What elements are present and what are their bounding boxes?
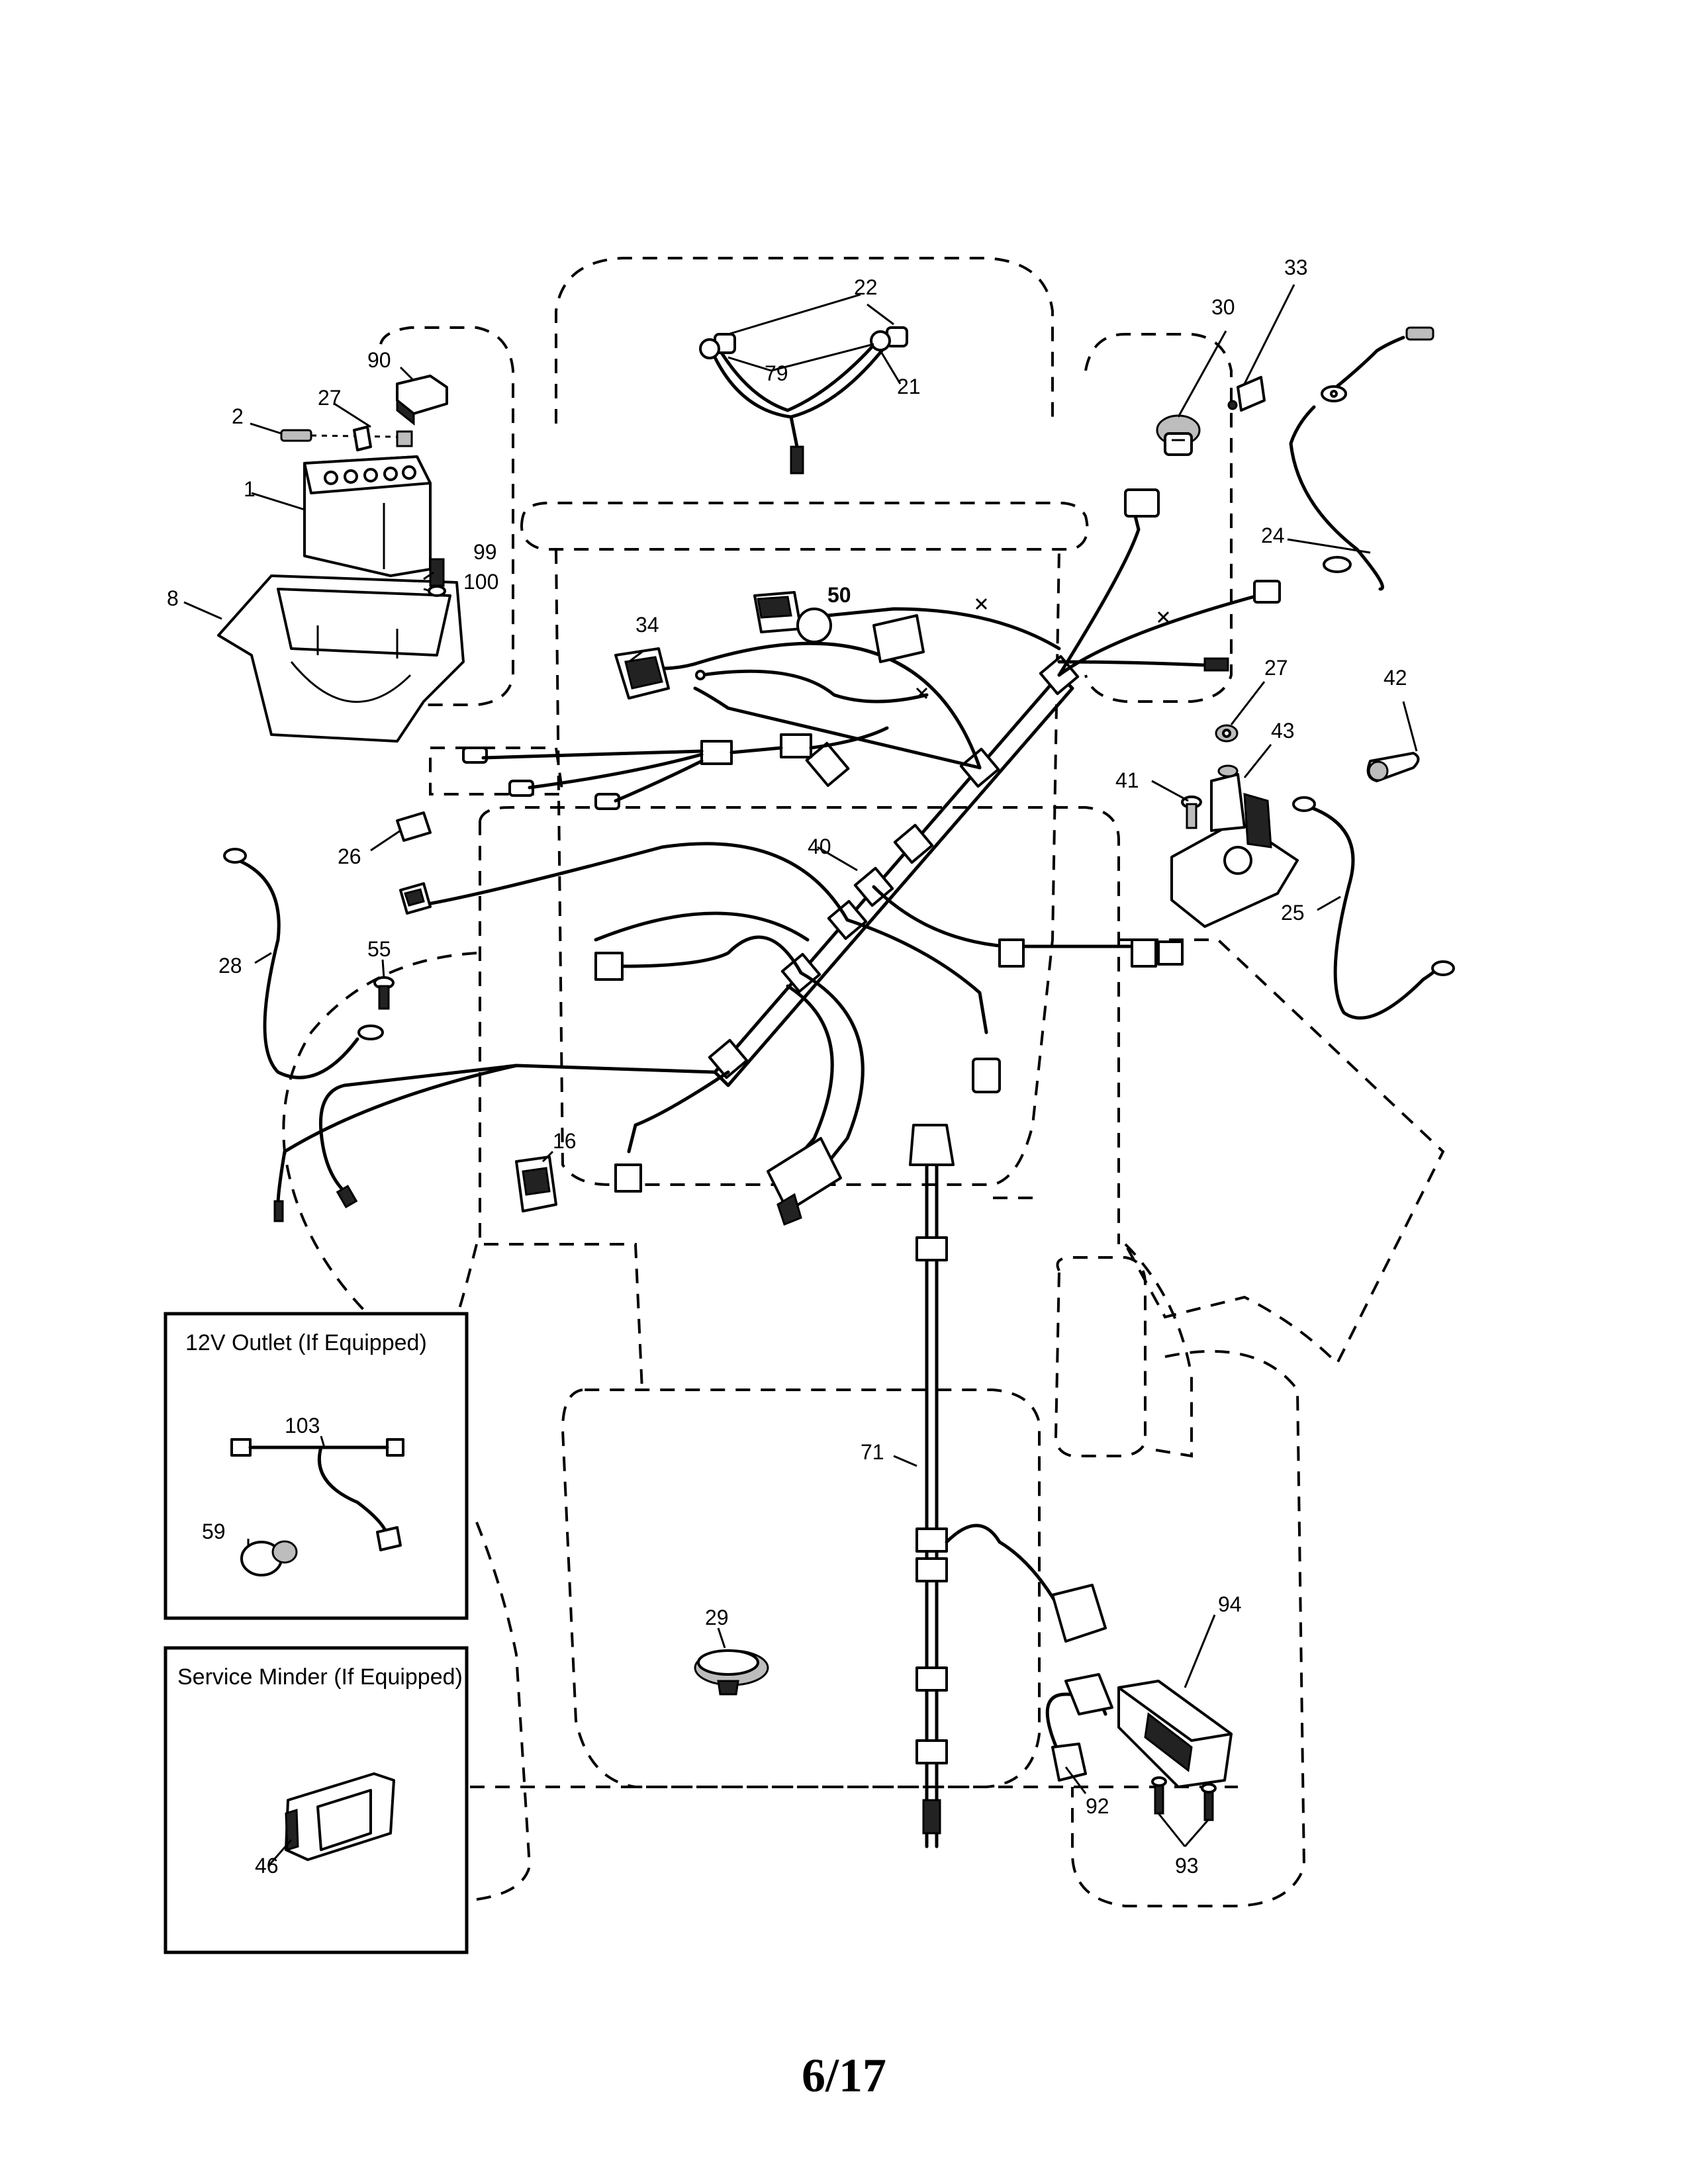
- label-25: 25: [1281, 901, 1305, 925]
- label-1: 1: [244, 477, 256, 501]
- label-29: 29: [705, 1606, 729, 1629]
- terminal-cover-90: [396, 375, 448, 426]
- outlet-59: [240, 1540, 298, 1576]
- label-93: 93: [1175, 1854, 1199, 1878]
- connector-left: [399, 882, 432, 915]
- label-34: 34: [635, 613, 659, 637]
- label-27-solenoid: 27: [1264, 656, 1288, 680]
- label-16: 16: [553, 1129, 577, 1153]
- headlight-harness: [699, 326, 908, 475]
- headlight-bulb-left: [699, 333, 736, 359]
- screw-55: [373, 976, 395, 1010]
- control-module-94: [1117, 1680, 1233, 1788]
- label-59: 59: [202, 1520, 226, 1543]
- headlight-bulb-right: [870, 326, 908, 351]
- part-labels: 2 27 90 1 99 100 8 22 79 21 30 33 24 34 …: [167, 255, 1407, 1878]
- label-24: 24: [1261, 523, 1285, 547]
- frame-outlines: [282, 257, 1445, 1907]
- battery-assembly: [217, 375, 465, 743]
- label-100: 100: [463, 570, 498, 594]
- label-30: 30: [1211, 295, 1235, 319]
- hex-nut-27: [1215, 724, 1239, 743]
- label-26: 26: [338, 844, 361, 868]
- switch-50: [753, 591, 832, 643]
- dash-harness-wires: [695, 598, 1170, 704]
- label-40: 40: [808, 835, 831, 858]
- ignition-switch-30: [1156, 414, 1201, 456]
- label-46: 46: [255, 1854, 279, 1878]
- rear-harness-71: [909, 1124, 1107, 1848]
- label-92: 92: [1086, 1794, 1109, 1818]
- light-29: [694, 1649, 769, 1696]
- fuse-26: [396, 811, 432, 842]
- label-21: 21: [897, 375, 921, 398]
- relay-16: [515, 1156, 557, 1212]
- connector-33: [1227, 376, 1266, 412]
- inset-service-minder: Service Minder (If Equipped): [164, 1646, 469, 1954]
- label-103: 103: [285, 1414, 320, 1437]
- bolt-41: [1181, 796, 1202, 829]
- label-71: 71: [861, 1440, 884, 1464]
- label-41: 41: [1115, 768, 1139, 792]
- ground-cable-24: [1289, 326, 1434, 591]
- label-90: 90: [367, 348, 391, 372]
- label-27-battery: 27: [318, 386, 342, 410]
- screws-93: [1151, 1776, 1217, 1821]
- leader-lines: [183, 284, 1418, 1867]
- label-94: 94: [1218, 1592, 1242, 1616]
- label-43: 43: [1271, 719, 1295, 743]
- label-42: 42: [1383, 666, 1407, 690]
- battery-tray: [217, 574, 465, 743]
- label-55: 55: [367, 937, 391, 961]
- light-switch-34: [614, 647, 670, 700]
- label-79: 79: [765, 361, 788, 385]
- minder-inset-title: Service Minder (If Equipped): [177, 1664, 463, 1690]
- ground-cable-28: [223, 848, 384, 1079]
- label-33: 33: [1284, 255, 1308, 279]
- outlet-inset-title: 12V Outlet (If Equipped): [185, 1330, 427, 1355]
- label-99: 99: [473, 540, 497, 564]
- label-22: 22: [854, 275, 878, 299]
- label-8: 8: [167, 586, 179, 610]
- lead-connectors: [462, 726, 889, 810]
- inset-12v-outlet: 12V Outlet (If Equipped): [164, 1312, 469, 1620]
- main-harness-40: [276, 488, 1281, 1226]
- battery: [303, 455, 432, 577]
- service-minder-46: [285, 1772, 395, 1861]
- label-50: 50: [827, 583, 851, 607]
- label-28: 28: [218, 954, 242, 978]
- label-2: 2: [232, 404, 244, 428]
- battery-bolt: [280, 429, 398, 442]
- decal-label: [872, 614, 925, 663]
- harness-92: [1045, 1673, 1113, 1782]
- battery-terminal-nut: [353, 426, 413, 451]
- washer-100: [428, 585, 446, 597]
- solenoid-43: [1170, 764, 1299, 928]
- battery-cable-25: [1292, 796, 1455, 1020]
- connector-lead-left: [273, 1185, 358, 1222]
- terminal-boot-42: [1366, 752, 1420, 782]
- page-number: 6/17: [801, 2049, 886, 2102]
